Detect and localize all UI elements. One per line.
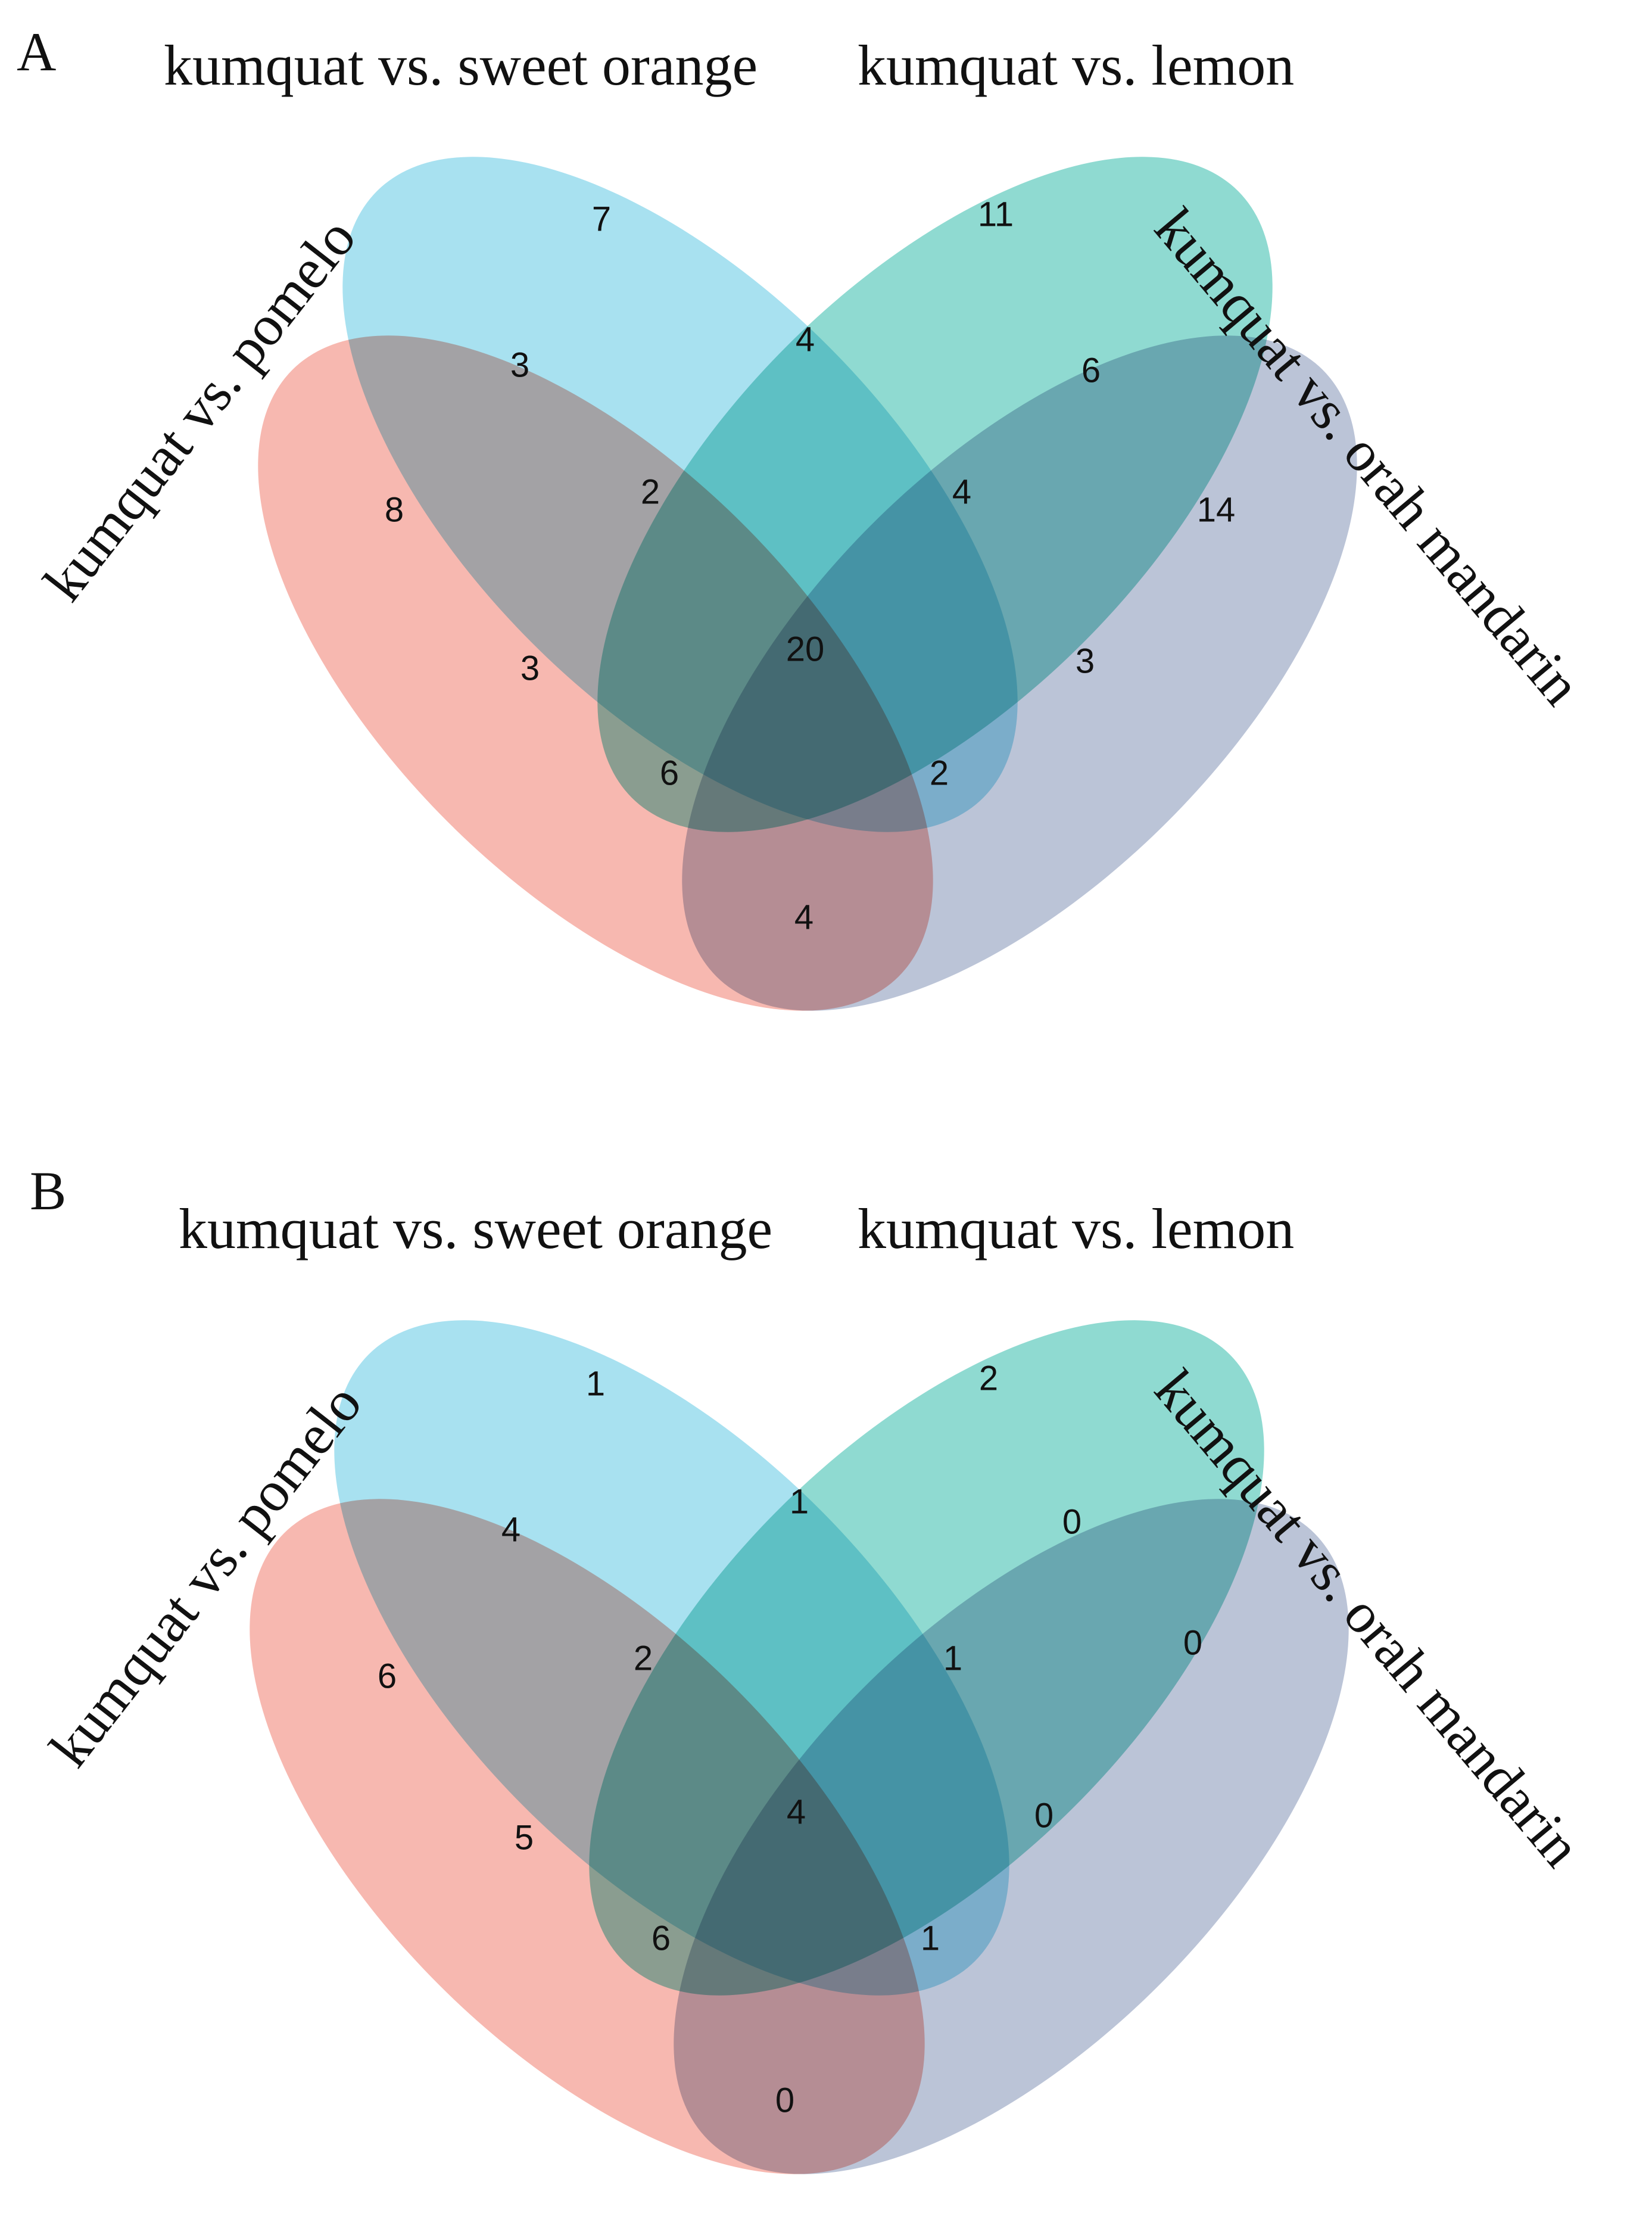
count-sweet-orange-only: 1 xyxy=(586,1365,605,1403)
venn-ellipses xyxy=(258,157,1357,1011)
ellipse-orah-mandarin xyxy=(674,1499,1349,2174)
count-pomelo-lemon: 5 xyxy=(515,1819,534,1857)
set-label-lemon: kumquat vs. lemon xyxy=(858,33,1294,97)
set-label-sweet-orange: kumquat vs. sweet orange xyxy=(179,1197,772,1260)
count-sweet-orange-orah-mandarin: 3 xyxy=(1076,642,1095,681)
count-pomelo-sweet-orange: 4 xyxy=(501,1511,520,1549)
count-pomelo-sweet-orange-lemon: 2 xyxy=(634,1639,653,1678)
count-all-four: 4 xyxy=(787,1793,806,1832)
region-counts: 1 2 1 4 0 6 2 1 0 4 5 0 6 1 0 xyxy=(378,1359,1202,2120)
panel-letter: B xyxy=(30,1160,66,1221)
count-all-four: 20 xyxy=(786,630,825,669)
count-pomelo-sweet-orange-orah-mandarin: 6 xyxy=(652,1919,671,1958)
count-orah-mandarin-only: 14 xyxy=(1197,491,1236,530)
count-lemon-only: 11 xyxy=(978,195,1014,234)
count-pomelo-sweet-orange-lemon: 2 xyxy=(641,473,660,512)
count-lemon-orah-mandarin: 6 xyxy=(1081,351,1101,390)
count-pomelo-sweet-orange: 3 xyxy=(510,346,529,385)
count-sweet-orange-lemon: 4 xyxy=(796,320,815,359)
count-lemon-only: 2 xyxy=(979,1359,998,1398)
count-sweet-orange-lemon-orah-mandarin: 4 xyxy=(952,473,971,512)
venn-panel-a: A kumquat vs. sweet orange kumquat vs. l… xyxy=(17,21,1594,1011)
count-orah-mandarin-only: 0 xyxy=(1183,1624,1202,1663)
venn-panel-b: B kumquat vs. sweet orange kumquat vs. l… xyxy=(30,1160,1594,2174)
venn-ellipses xyxy=(250,1320,1349,2174)
ellipse-orah-mandarin xyxy=(682,335,1357,1011)
count-pomelo-only: 8 xyxy=(385,491,404,530)
count-pomelo-lemon: 3 xyxy=(520,649,540,688)
set-label-sweet-orange: kumquat vs. sweet orange xyxy=(164,33,758,97)
count-pomelo-lemon-orah-mandarin: 2 xyxy=(930,754,949,793)
set-label-lemon: kumquat vs. lemon xyxy=(858,1197,1294,1260)
count-sweet-orange-orah-mandarin: 0 xyxy=(1034,1797,1053,1835)
count-pomelo-only: 6 xyxy=(378,1657,397,1696)
count-pomelo-orah-mandarin: 0 xyxy=(775,2081,794,2120)
count-pomelo-lemon-orah-mandarin: 1 xyxy=(921,1919,940,1958)
count-sweet-orange-lemon-orah-mandarin: 1 xyxy=(943,1639,962,1678)
region-counts: 7 11 4 3 6 8 2 4 14 20 3 3 6 2 4 xyxy=(385,195,1235,937)
count-sweet-orange-lemon: 1 xyxy=(790,1483,809,1521)
count-lemon-orah-mandarin: 0 xyxy=(1062,1503,1081,1542)
count-pomelo-orah-mandarin: 4 xyxy=(794,898,813,937)
panel-letter: A xyxy=(17,21,56,82)
count-pomelo-sweet-orange-orah-mandarin: 6 xyxy=(660,754,679,793)
count-sweet-orange-only: 7 xyxy=(592,200,611,239)
